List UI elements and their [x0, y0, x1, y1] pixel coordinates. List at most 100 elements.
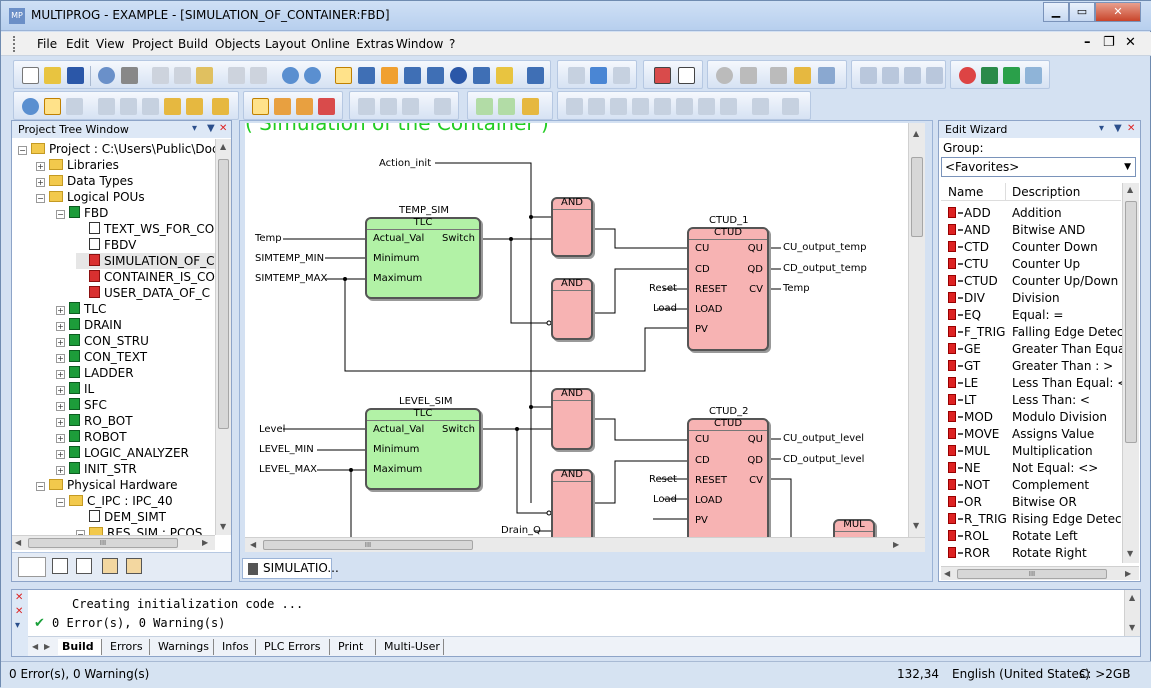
open-folder-icon[interactable] — [44, 67, 61, 84]
fb-temp-sim[interactable]: TLC Actual_Val Minimum Maximum Switch — [365, 217, 481, 299]
project-tab-icon[interactable] — [18, 557, 46, 577]
insert-block-icon[interactable] — [318, 98, 335, 115]
connect-line-icon[interactable] — [66, 98, 83, 115]
expand-icon[interactable]: + — [36, 178, 45, 187]
expand-icon[interactable]: + — [56, 466, 65, 475]
expand-icon[interactable]: + — [56, 450, 65, 459]
menu-window[interactable]: Window — [396, 37, 444, 51]
expand-icon[interactable]: + — [56, 322, 65, 331]
find-icon[interactable] — [22, 98, 39, 115]
copy-icon[interactable] — [174, 67, 191, 84]
menu-build[interactable]: Build — [178, 37, 209, 51]
fb-and-2[interactable]: AND — [551, 278, 593, 340]
ld-contact-p-icon[interactable] — [610, 98, 627, 115]
print-preview-icon[interactable] — [98, 67, 115, 84]
debug-off-icon[interactable] — [1025, 67, 1042, 84]
tree-item[interactable]: CONTAINER_IS_CO — [76, 269, 215, 285]
menu-objects[interactable]: Objects — [215, 37, 261, 51]
debug-on-icon[interactable] — [1003, 67, 1020, 84]
tree-scroll-thumb[interactable] — [218, 159, 229, 429]
output-tab-multi-user[interactable]: Multi-User — [380, 639, 444, 655]
function-icon[interactable] — [186, 98, 203, 115]
mdi-restore-button[interactable]: ❐ — [1103, 35, 1115, 50]
step-icon[interactable] — [770, 67, 787, 84]
tree-item[interactable]: +LADDER — [56, 365, 134, 381]
return-icon[interactable] — [434, 98, 451, 115]
menu-extras[interactable]: Extras — [356, 37, 394, 51]
scroll-down-arrow-icon[interactable]: ▼ — [1129, 623, 1136, 632]
multiprog-app-icon[interactable]: MP — [9, 8, 25, 24]
ld-branch-icon[interactable] — [752, 98, 769, 115]
menu-help[interactable]: ? — [449, 37, 456, 51]
scroll-right-arrow-icon[interactable]: ▶ — [893, 540, 900, 549]
expand-icon[interactable]: + — [36, 162, 45, 171]
close-button[interactable]: ✕ — [1095, 2, 1141, 22]
wizard-vertical-scrollbar[interactable]: ▲ ▼ — [1122, 183, 1139, 563]
window-layout-icon[interactable] — [358, 67, 375, 84]
expand-icon[interactable]: + — [56, 418, 65, 427]
tree-item[interactable]: −Logical POUs — [36, 189, 145, 205]
help-tab-icon[interactable] — [76, 558, 92, 574]
panel-close-icon[interactable]: ✕ — [1127, 123, 1136, 134]
collapse-icon[interactable]: − — [18, 146, 27, 155]
var-reset-2[interactable]: Reset — [649, 474, 677, 485]
tree-item[interactable]: +Libraries — [36, 157, 119, 173]
instance-icon[interactable] — [678, 67, 695, 84]
output-tab-build[interactable]: Build — [58, 639, 102, 655]
edit-wizard-icon[interactable] — [404, 67, 421, 84]
ld-reset-icon[interactable] — [720, 98, 737, 115]
output-tab-print[interactable]: Print — [334, 639, 376, 655]
output-tab-errors[interactable]: Errors — [106, 639, 150, 655]
label-icon[interactable] — [402, 98, 419, 115]
col-desc-header[interactable]: Description — [1012, 185, 1081, 199]
fb-ctud-1[interactable]: CTUD CU CD RESET LOAD PV QU QD CV — [687, 227, 769, 351]
menu-edit[interactable]: Edit — [66, 37, 90, 51]
action-icon[interactable] — [522, 98, 539, 115]
tree-item[interactable]: +SFC — [56, 397, 107, 413]
output-pin-icon[interactable]: ▾ — [15, 620, 21, 631]
project-control-icon[interactable] — [654, 67, 671, 84]
editor-vertical-scrollbar[interactable]: ▲ ▼ — [908, 123, 925, 537]
transition-icon[interactable] — [498, 98, 515, 115]
var-cd-output-level[interactable]: CD_output_level — [783, 454, 865, 465]
var-load-1[interactable]: Load — [653, 303, 677, 314]
tree-item[interactable]: +LOGIC_ANALYZER — [56, 445, 189, 461]
expand-icon[interactable]: + — [56, 306, 65, 315]
tree-item[interactable]: +CON_TEXT — [56, 349, 147, 365]
tree-item[interactable]: TEXT_WS_FOR_CO — [76, 221, 214, 237]
scroll-down-arrow-icon[interactable]: ▼ — [220, 522, 227, 531]
library-icon[interactable] — [496, 67, 513, 84]
mdi-minimize-button[interactable]: – — [1084, 35, 1091, 50]
var-cu-output-level[interactable]: CU_output_level — [783, 433, 865, 444]
var-temp[interactable]: Temp — [255, 233, 282, 244]
fb-mul[interactable]: MUL — [833, 519, 875, 537]
download-icon[interactable] — [981, 67, 998, 84]
insert-var-icon[interactable] — [252, 98, 269, 115]
scroll-left-arrow-icon[interactable]: ◀ — [944, 569, 951, 578]
scroll-right-arrow-icon[interactable]: ▶ — [202, 538, 209, 547]
tree-item[interactable]: −Physical Hardware — [36, 477, 178, 493]
cut-icon[interactable] — [152, 67, 169, 84]
var-cu-output-temp[interactable]: CU_output_temp — [783, 242, 867, 253]
editor-horizontal-scrollbar[interactable]: ◀ III ▶ — [245, 537, 925, 552]
editor-vscroll-thumb[interactable] — [911, 157, 923, 237]
wizard-horizontal-scrollbar[interactable]: ◀ III ▶ — [941, 566, 1139, 580]
tab-scroll-left-icon[interactable]: ◀ — [32, 642, 39, 651]
stop-icon[interactable] — [740, 67, 757, 84]
undo-icon[interactable] — [228, 67, 245, 84]
new-file-icon[interactable] — [22, 67, 39, 84]
var-load-2[interactable]: Load — [653, 494, 677, 505]
ld-contact-icon[interactable] — [566, 98, 583, 115]
cross-reference-icon[interactable] — [450, 67, 467, 84]
tree-horizontal-scrollbar[interactable]: ◀ III ▶ — [12, 535, 215, 550]
instances-tab-icon[interactable] — [126, 558, 142, 574]
breakpoint-icon[interactable] — [716, 67, 733, 84]
